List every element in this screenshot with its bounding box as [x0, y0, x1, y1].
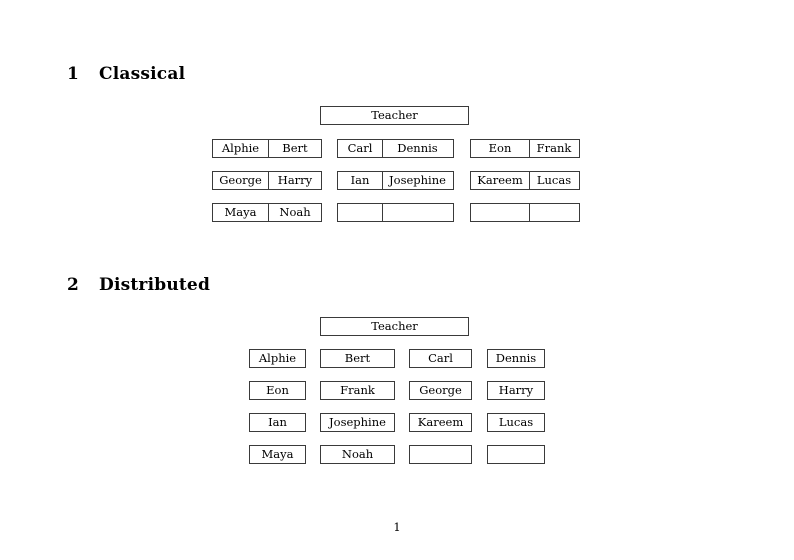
group-box — [470, 203, 580, 222]
group-box: George Harry — [212, 171, 322, 190]
name-cell-empty — [471, 204, 529, 221]
group-box: Carl Dennis — [337, 139, 454, 158]
name-cell: Alphie — [221, 141, 260, 155]
name-cell: Carl — [409, 349, 472, 368]
group-box: Ian Josephine — [337, 171, 454, 190]
name-cell-empty — [382, 204, 452, 221]
name-cell: Eon — [249, 381, 306, 400]
section-title: Distributed — [99, 275, 211, 295]
name-cell: Eon — [488, 141, 512, 155]
section-number: 2 — [67, 275, 80, 295]
name-cell: Harry — [487, 381, 545, 400]
section-title: Classical — [99, 64, 186, 84]
group-box: Maya Noah — [212, 203, 322, 222]
name-cell: Noah — [320, 445, 395, 464]
group-box — [337, 203, 454, 222]
name-cell: Josephine — [320, 413, 395, 432]
page-number: 1 — [393, 520, 401, 534]
name-cell-empty — [529, 204, 578, 221]
name-cell: Dennis — [382, 140, 452, 157]
name-cell: George — [219, 173, 262, 187]
table-row: Maya Noah — [0, 203, 794, 222]
name-cell: Maya — [224, 205, 257, 219]
name-cell: Lucas — [529, 172, 578, 189]
name-cell: Ian — [350, 173, 370, 187]
section-number: 1 — [67, 64, 80, 84]
section-heading-distributed: 2 Distributed — [67, 275, 210, 295]
table-row: Ian Josephine Kareem Lucas — [0, 413, 794, 432]
name-cell: Frank — [529, 140, 578, 157]
group-box: Kareem Lucas — [470, 171, 580, 190]
name-cell: Lucas — [487, 413, 545, 432]
name-cell: Alphie — [249, 349, 306, 368]
teacher-box-classical: Teacher — [320, 106, 469, 125]
name-cell: Maya — [249, 445, 306, 464]
name-cell: Bert — [320, 349, 395, 368]
table-row: Alphie Bert Carl Dennis Eon Frank — [0, 139, 794, 158]
table-row: Maya Noah — [0, 445, 794, 464]
name-cell: Bert — [268, 140, 321, 157]
name-cell: George — [409, 381, 472, 400]
table-row: Alphie Bert Carl Dennis — [0, 349, 794, 368]
group-box: Eon Frank — [470, 139, 580, 158]
section-heading-classical: 1 Classical — [67, 64, 185, 84]
name-cell-empty — [338, 204, 382, 221]
name-cell: Dennis — [487, 349, 545, 368]
name-cell: Noah — [268, 204, 321, 221]
name-cell: Josephine — [382, 172, 452, 189]
name-cell: Frank — [320, 381, 395, 400]
name-cell: Kareem — [477, 173, 523, 187]
table-row: Eon Frank George Harry — [0, 381, 794, 400]
teacher-box-distributed: Teacher — [320, 317, 469, 336]
name-cell-empty — [409, 445, 472, 464]
group-box: Alphie Bert — [212, 139, 322, 158]
table-row: George Harry Ian Josephine Kareem Lucas — [0, 171, 794, 190]
name-cell: Carl — [347, 141, 373, 155]
name-cell: Kareem — [409, 413, 472, 432]
name-cell-empty — [487, 445, 545, 464]
name-cell: Harry — [268, 172, 321, 189]
name-cell: Ian — [249, 413, 306, 432]
